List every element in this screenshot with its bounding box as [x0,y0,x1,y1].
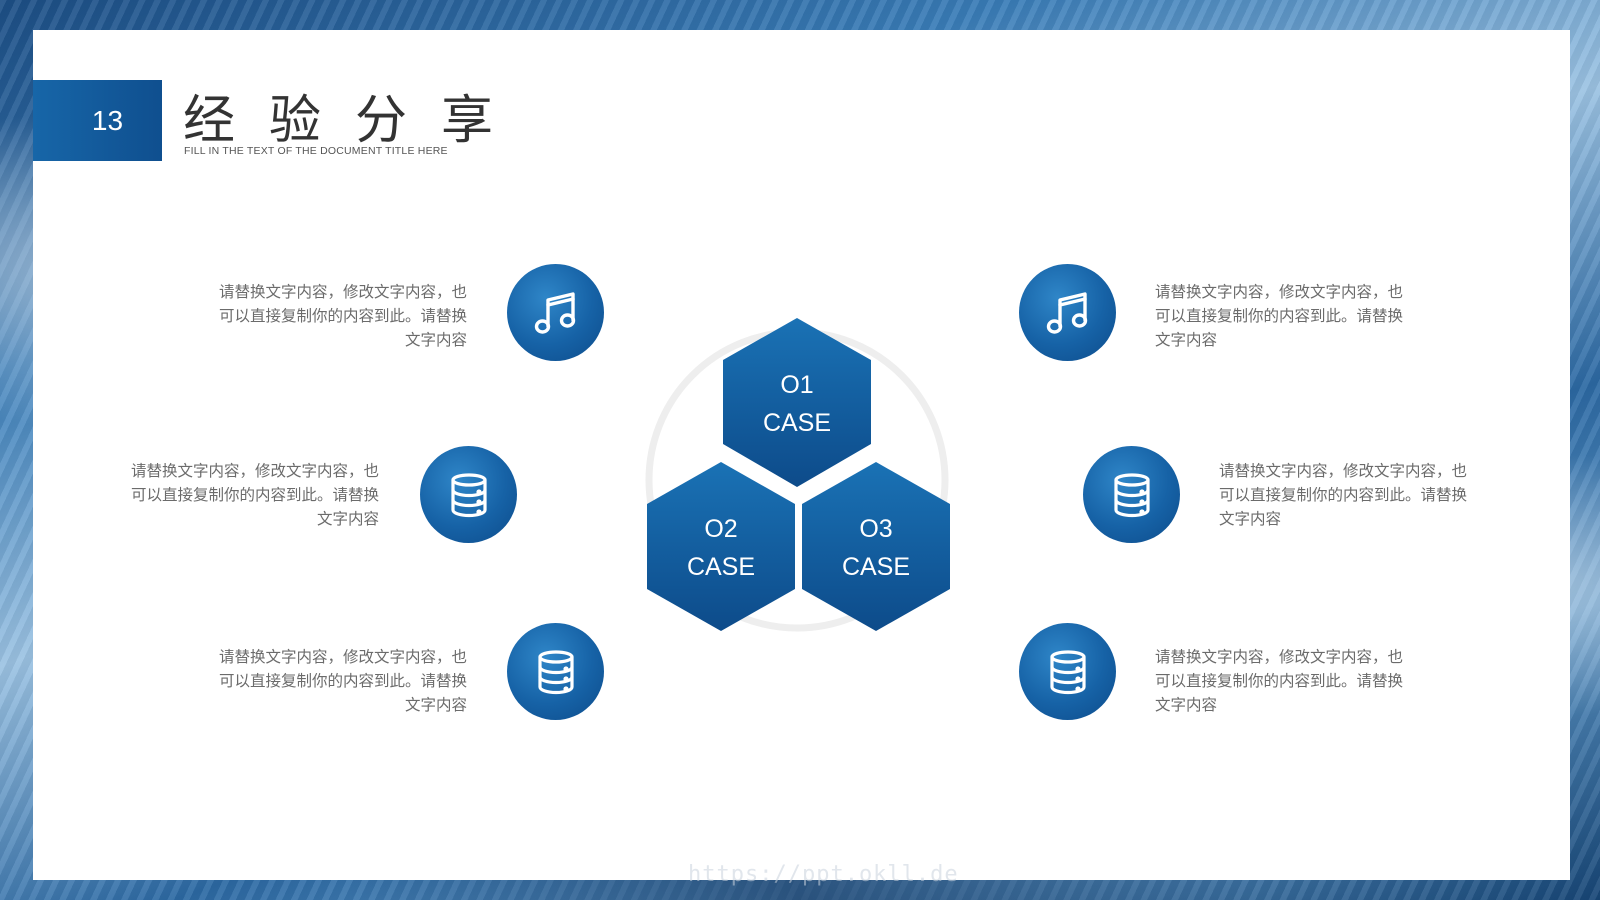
case-label-2: O2 CASE [651,510,791,586]
hexagon-case-3 [802,462,950,631]
watermark-text: https://ppt.okll.de [688,862,959,887]
slide-number-badge: 13 [33,80,162,161]
database-icon [507,623,604,720]
case-text: CASE [762,409,832,437]
music-note-icon [507,264,604,361]
hexagon-case-2 [647,462,795,631]
database-icon [420,446,517,543]
case-number: O2 [704,515,738,543]
item-description: 请替换文字内容，修改文字内容，也可以直接复制你的内容到此。请替换文字内容 [1219,462,1468,528]
case-label-3: O3 CASE [806,510,946,586]
item-description: 请替换文字内容，修改文字内容，也可以直接复制你的内容到此。请替换文字内容 [1155,648,1404,714]
item-description: 请替换文字内容，修改文字内容，也可以直接复制你的内容到此。请替换文字内容 [218,648,467,714]
item-description: 请替换文字内容，修改文字内容，也可以直接复制你的内容到此。请替换文字内容 [130,462,379,528]
database-icon [1019,623,1116,720]
case-label-1: O1 CASE [727,366,867,442]
case-number: O1 [780,371,814,399]
slide-number: 13 [91,104,124,136]
slide-title: 经验分享 [183,91,528,151]
music-note-icon [1019,264,1116,361]
item-description: 请替换文字内容，修改文字内容，也可以直接复制你的内容到此。请替换文字内容 [1155,283,1404,349]
case-text: CASE [686,553,756,581]
item-description: 请替换文字内容，修改文字内容，也可以直接复制你的内容到此。请替换文字内容 [218,283,467,349]
slide-subtitle: FILL IN THE TEXT OF THE DOCUMENT TITLE H… [184,145,448,157]
case-number: O3 [859,515,893,543]
hexagon-case-1 [723,318,871,487]
database-icon [1083,446,1180,543]
case-text: CASE [841,553,911,581]
